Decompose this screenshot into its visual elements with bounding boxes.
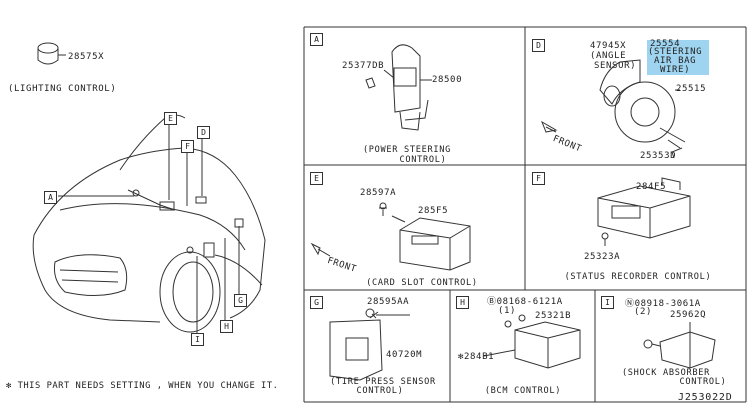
card-slot-drawing: [310, 202, 471, 271]
panel-tag-e: E: [310, 172, 323, 185]
panel-tag-f: F: [532, 172, 545, 185]
car-drawing: [32, 114, 266, 333]
part-number: 40720M: [386, 350, 423, 360]
part-note: WIRE): [660, 65, 691, 75]
tag-g: G: [234, 294, 247, 307]
part-number: 25554: [650, 39, 681, 49]
part-number: Ⓑ08168-6121A: [487, 297, 563, 307]
lighting-control-caption: (LIGHTING CONTROL): [8, 84, 117, 94]
part-number: 28595AA: [367, 297, 410, 307]
panel-tag-g: G: [310, 296, 323, 309]
bcm-caption: (BCM CONTROL): [484, 386, 562, 396]
part-number: 25515: [676, 84, 707, 94]
part-note: AIR BAG: [654, 56, 697, 66]
part-note: SENSOR): [594, 61, 637, 71]
power-steering-caption-2: CONTROL): [399, 155, 447, 165]
tag-f: F: [181, 140, 194, 153]
car-leaders: [58, 125, 240, 336]
part-number: 285F5: [418, 206, 449, 216]
panel-tag-d: D: [532, 39, 545, 52]
part-number: 28575X: [68, 52, 105, 62]
part-qty: (2): [634, 307, 653, 317]
part-number: 25323A: [584, 252, 621, 262]
part-number: 284F5: [636, 182, 667, 192]
part-number: 28500: [432, 75, 463, 85]
part-number: 25353D: [640, 151, 677, 161]
part-number: 25377DB: [342, 61, 385, 71]
status-recorder-drawing: [597, 177, 691, 246]
tag-d: D: [197, 126, 210, 139]
panel-tag-a: A: [310, 33, 323, 46]
power-steering-caption-1: (POWER STEERING: [362, 145, 452, 155]
tag-i: I: [191, 333, 204, 346]
panel-tag-i: I: [601, 296, 614, 309]
tag-e: E: [164, 112, 177, 125]
shock-drawing: [643, 322, 716, 369]
part-number: 25962Q: [670, 310, 707, 320]
part-number: 47945X: [590, 41, 627, 51]
highlight-steering-airbag-wire: [647, 40, 709, 75]
power-steering-drawing: [365, 44, 432, 131]
tire-press-caption-2: CONTROL): [356, 386, 404, 396]
part-note: (ANGLE: [590, 51, 627, 61]
panel-tag-h: H: [456, 296, 469, 309]
card-slot-caption: (CARD SLOT CONTROL): [366, 278, 478, 288]
part-number: 25321B: [535, 311, 572, 321]
part-number: ✻284B1: [458, 352, 495, 362]
diagram-id: J253022D: [678, 392, 733, 403]
setting-footnote: ✻ THIS PART NEEDS SETTING , WHEN YOU CHA…: [6, 381, 279, 391]
steering-sensor-drawing: [541, 59, 686, 159]
tire-press-caption-1: (TIRE PRESS SENSOR: [330, 377, 436, 387]
part-qty: (1): [498, 306, 517, 316]
tag-a: A: [44, 191, 57, 204]
status-recorder-caption: (STATUS RECORDER CONTROL): [564, 272, 712, 282]
bcm-drawing: [483, 314, 581, 369]
part-number: 28597A: [360, 188, 397, 198]
lighting-sensor-drawing: [37, 42, 66, 65]
shock-absorber-caption-2: CONTROL): [679, 377, 727, 387]
part-note: (STEERING: [648, 47, 703, 57]
tag-h: H: [220, 320, 233, 333]
shock-absorber-caption-1: (SHOCK ABSORBER: [621, 368, 711, 378]
part-number: Ⓝ08918-3061A: [625, 299, 701, 309]
tire-sensor-drawing: [329, 308, 410, 381]
